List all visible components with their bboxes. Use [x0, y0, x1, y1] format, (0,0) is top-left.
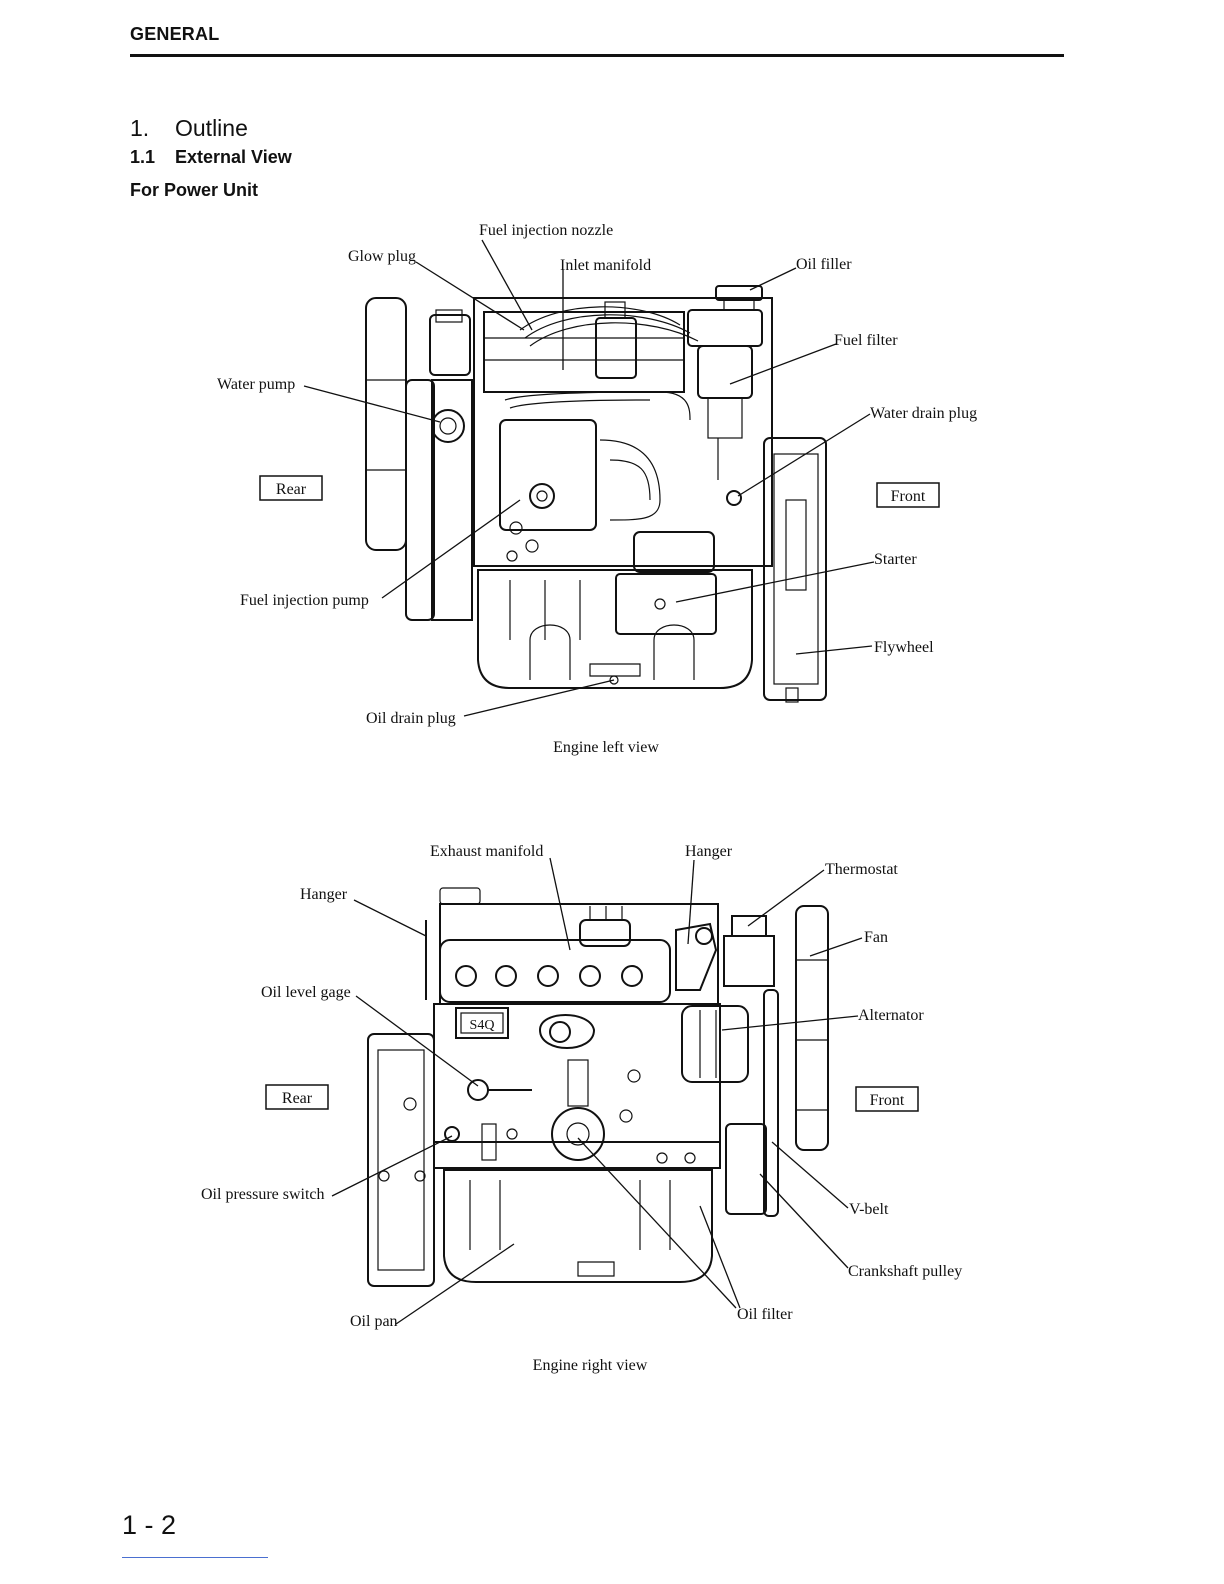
label-fuel-injection-nozzle: Fuel injection nozzle — [479, 222, 613, 239]
label-crankshaft-pulley: Crankshaft pulley — [848, 1263, 962, 1280]
label-v-belt: V-belt — [849, 1201, 889, 1218]
label-exhaust-manifold: Exhaust manifold — [430, 843, 543, 860]
subsection-title-text: External View — [175, 147, 292, 167]
label-water-pump: Water pump — [217, 376, 295, 393]
page-number: 1 - 2 — [122, 1510, 177, 1540]
label-fuel-injection-pump: Fuel injection pump — [240, 592, 369, 609]
label-glow-plug: Glow plug — [348, 248, 416, 265]
label-fan: Fan — [864, 929, 888, 946]
label-flywheel: Flywheel — [874, 639, 934, 656]
subsection-number: 1.1 — [130, 147, 156, 167]
label-oil-drain-plug: Oil drain plug — [366, 710, 456, 727]
label-inlet-manifold: Inlet manifold — [560, 257, 651, 274]
label-front: Front — [870, 1092, 905, 1109]
label-rear: Rear — [276, 481, 307, 498]
label-nameplate: S4Q — [470, 1018, 495, 1033]
label-water-drain-plug: Water drain plug — [870, 405, 977, 422]
engine-right-view-diagram: Exhaust manifold Hanger Thermostat Hange… — [201, 843, 962, 1374]
rear-box — [265, 1084, 329, 1110]
engine-left-drawing — [365, 285, 827, 703]
left-view-leader-lines — [303, 239, 875, 717]
label-hanger-top: Hanger — [685, 843, 733, 860]
label-fuel-filter: Fuel filter — [834, 332, 898, 349]
label-oil-level-gage: Oil level gage — [261, 984, 351, 1001]
footer-rule — [122, 1557, 268, 1558]
front-box — [876, 482, 940, 508]
chapter-title-text: Outline — [175, 115, 248, 141]
label-alternator: Alternator — [858, 1007, 924, 1024]
label-front: Front — [891, 488, 926, 505]
front-box — [855, 1086, 919, 1112]
chapter-number: 1. — [130, 115, 150, 141]
header-rule — [130, 54, 1064, 57]
subsection-title: 1.1 External View — [130, 147, 292, 168]
label-oil-filler: Oil filler — [796, 256, 852, 273]
engine-left-view-diagram: Fuel injection nozzle Glow plug Inlet ma… — [217, 222, 977, 756]
unit-label: For Power Unit — [130, 180, 259, 200]
label-oil-filter: Oil filter — [737, 1306, 793, 1323]
rear-box — [259, 475, 323, 501]
label-thermostat: Thermostat — [825, 861, 898, 878]
caption-engine-left-view: Engine left view — [553, 739, 659, 756]
chapter-title: 1. Outline — [130, 115, 248, 142]
label-hanger-left: Hanger — [300, 886, 348, 903]
section-header: GENERAL — [130, 24, 220, 44]
label-starter: Starter — [874, 551, 917, 568]
label-rear: Rear — [282, 1090, 313, 1107]
caption-engine-right-view: Engine right view — [533, 1357, 648, 1374]
label-oil-pressure-switch: Oil pressure switch — [201, 1186, 325, 1203]
label-oil-pan: Oil pan — [350, 1313, 398, 1330]
right-view-leader-lines — [331, 857, 863, 1325]
engine-right-drawing — [367, 887, 829, 1287]
